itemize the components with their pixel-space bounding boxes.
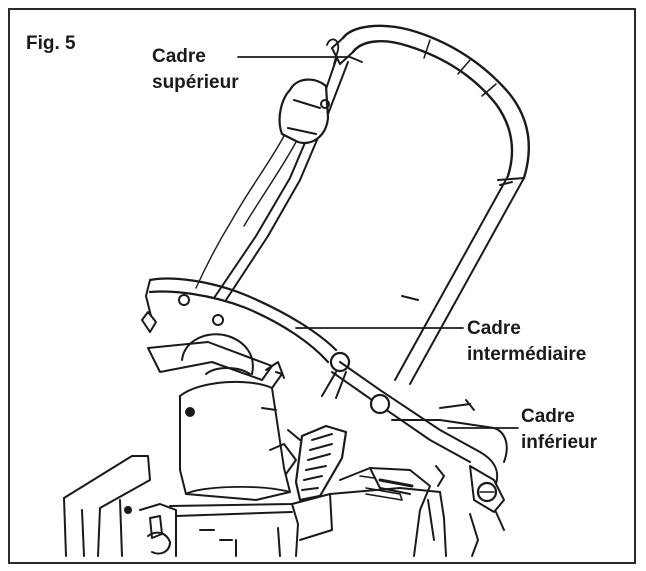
middle-frame <box>141 277 499 485</box>
callout-middle-frame: Cadre intermédiaire <box>467 316 586 368</box>
callout-lower-frame: Cadre inférieur <box>521 404 597 456</box>
discharge-chute <box>147 333 291 501</box>
callout-leaders <box>237 56 519 429</box>
upper-handle-frame <box>213 24 530 385</box>
callout-upper-line2: supérieur <box>152 72 239 93</box>
lower-frame <box>391 399 508 557</box>
figure-number: Fig. 5 <box>26 33 76 54</box>
callout-middle-line2: intermédiaire <box>467 344 587 365</box>
callout-middle-line1: Cadre <box>467 318 521 339</box>
chute-control-handle <box>294 424 348 502</box>
callout-lower-line2: inférieur <box>521 432 598 453</box>
snowblower-housing <box>63 407 447 557</box>
callout-upper-frame: Cadre supérieur <box>152 44 239 96</box>
callout-upper-line1: Cadre <box>152 46 206 67</box>
control-box <box>278 38 340 145</box>
callout-lower-line1: Cadre <box>521 406 575 427</box>
